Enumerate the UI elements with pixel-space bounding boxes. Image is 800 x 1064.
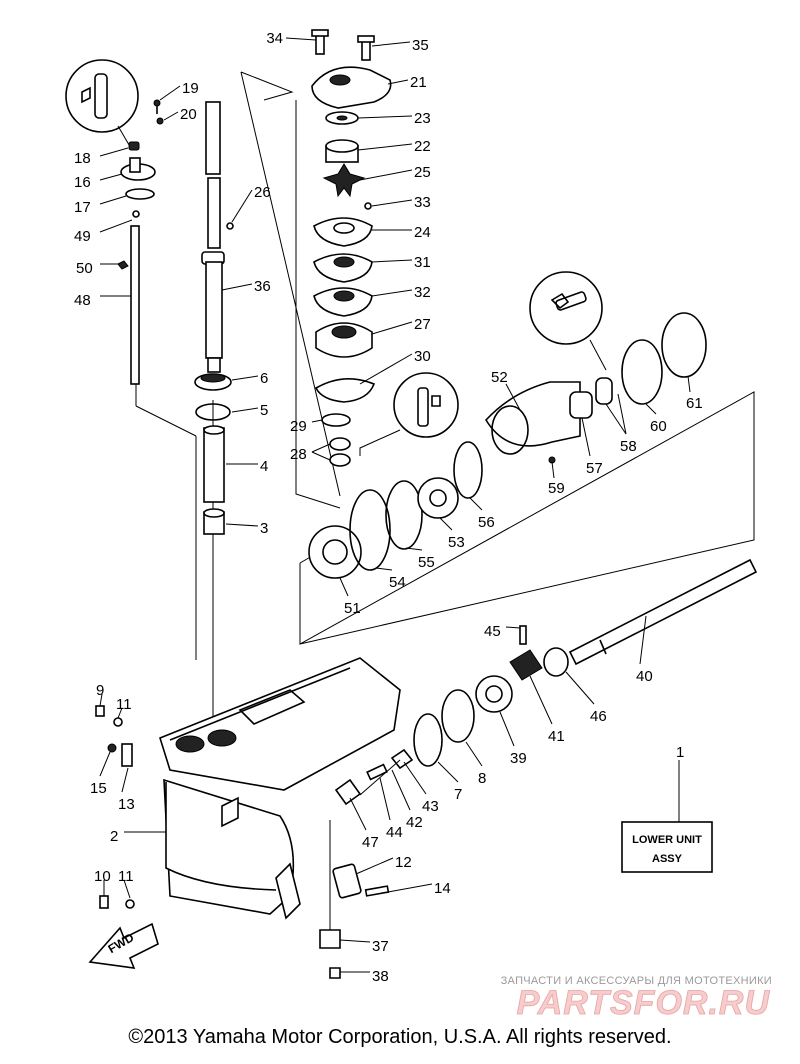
callout-42: 42: [406, 814, 423, 831]
callout-58: 58: [620, 438, 637, 455]
callout-48: 48: [74, 292, 91, 309]
shift-rod-assembly: [117, 99, 164, 385]
callout-31: 31: [414, 254, 431, 271]
callout-18: 18: [74, 150, 91, 167]
callout-34: 34: [266, 30, 283, 47]
drive-shaft-bearings: [194, 373, 232, 535]
callout-37: 37: [372, 938, 389, 955]
callout-23: 23: [414, 110, 431, 127]
callout-2: 2: [110, 828, 118, 845]
copyright-notice: ©2013 Yamaha Motor Corporation, U.S.A. A…: [128, 1026, 672, 1048]
callout-50: 50: [76, 260, 93, 277]
callout-35: 35: [412, 37, 429, 54]
callout-44: 44: [386, 824, 403, 841]
drive-shaft: [201, 101, 234, 373]
callout-24: 24: [414, 224, 431, 241]
callout-14: 14: [434, 880, 451, 897]
detail-bubble-right-mid: [359, 372, 459, 456]
callout-60: 60: [650, 418, 667, 435]
callout-16: 16: [74, 174, 91, 191]
callout-57: 57: [586, 460, 603, 477]
callout-36: 36: [254, 278, 271, 295]
callout-56: 56: [478, 514, 495, 531]
callout-1: 1: [676, 744, 684, 761]
callout-12: 12: [395, 854, 412, 871]
detail-bubble-right-upper: [529, 271, 607, 371]
callout-30: 30: [414, 348, 431, 365]
callout-26: 26: [254, 184, 271, 201]
callout-39: 39: [510, 750, 527, 767]
callout-9: 9: [96, 682, 104, 699]
callout-25: 25: [414, 164, 431, 181]
assy-box-line2: ASSY: [652, 853, 683, 865]
callout-19: 19: [182, 80, 199, 97]
water-pump-stack: [311, 29, 392, 467]
callout-61: 61: [686, 395, 703, 412]
callout-47: 47: [362, 834, 379, 851]
callout-53: 53: [448, 534, 465, 551]
lower-casing: [95, 657, 401, 979]
callout-13: 13: [118, 796, 135, 813]
callout-11: 11: [118, 868, 134, 885]
leader-lines: [99, 37, 691, 973]
callout-20: 20: [180, 106, 197, 123]
propeller-shaft-group: [308, 312, 758, 806]
callout-52: 52: [491, 369, 508, 386]
callout-17: 17: [74, 199, 91, 216]
callout-8: 8: [478, 770, 486, 787]
callout-29: 29: [290, 418, 307, 435]
callout-55: 55: [418, 554, 435, 571]
callout-10: 10: [94, 868, 111, 885]
callout-51: 51: [344, 600, 361, 617]
callout-59: 59: [548, 480, 565, 497]
fwd-arrow: FWD: [88, 922, 159, 969]
callout-45: 45: [484, 623, 501, 640]
callout-46: 46: [590, 708, 607, 725]
watermark-tagline: ЗАПЧАСТИ И АКСЕССУАРЫ ДЛЯ МОТОТЕХНИКИ: [501, 975, 772, 987]
callout-15: 15: [90, 780, 107, 797]
callout-32: 32: [414, 284, 431, 301]
detail-bubble-top-left: [65, 59, 139, 151]
callout-6: 6: [260, 370, 268, 387]
assy-box-line1: LOWER UNIT: [632, 834, 702, 846]
callout-22: 22: [414, 138, 431, 155]
callout-3: 3: [260, 520, 268, 537]
callout-21: 21: [410, 74, 427, 91]
callout-28: 28: [290, 446, 307, 463]
watermark: ЗАПЧАСТИ И АКСЕССУАРЫ ДЛЯ МОТОТЕХНИКИ PA…: [501, 975, 772, 1022]
callout-7: 7: [454, 786, 462, 803]
callout-40: 40: [636, 668, 653, 685]
watermark-logo: PARTSFOR.RU: [517, 984, 771, 1022]
group-boundary-lines: [135, 71, 755, 735]
callout-54: 54: [389, 574, 406, 591]
callout-33: 33: [414, 194, 431, 211]
callout-43: 43: [422, 798, 439, 815]
callout-38: 38: [372, 968, 389, 985]
callout-49: 49: [74, 228, 91, 245]
callout-27: 27: [414, 316, 431, 333]
callout-41: 41: [548, 728, 565, 745]
callout-5: 5: [260, 402, 268, 419]
lower-unit-assy-box: LOWER UNIT ASSY: [621, 760, 713, 873]
callout-11: 11: [116, 696, 132, 713]
callout-4: 4: [260, 458, 268, 475]
